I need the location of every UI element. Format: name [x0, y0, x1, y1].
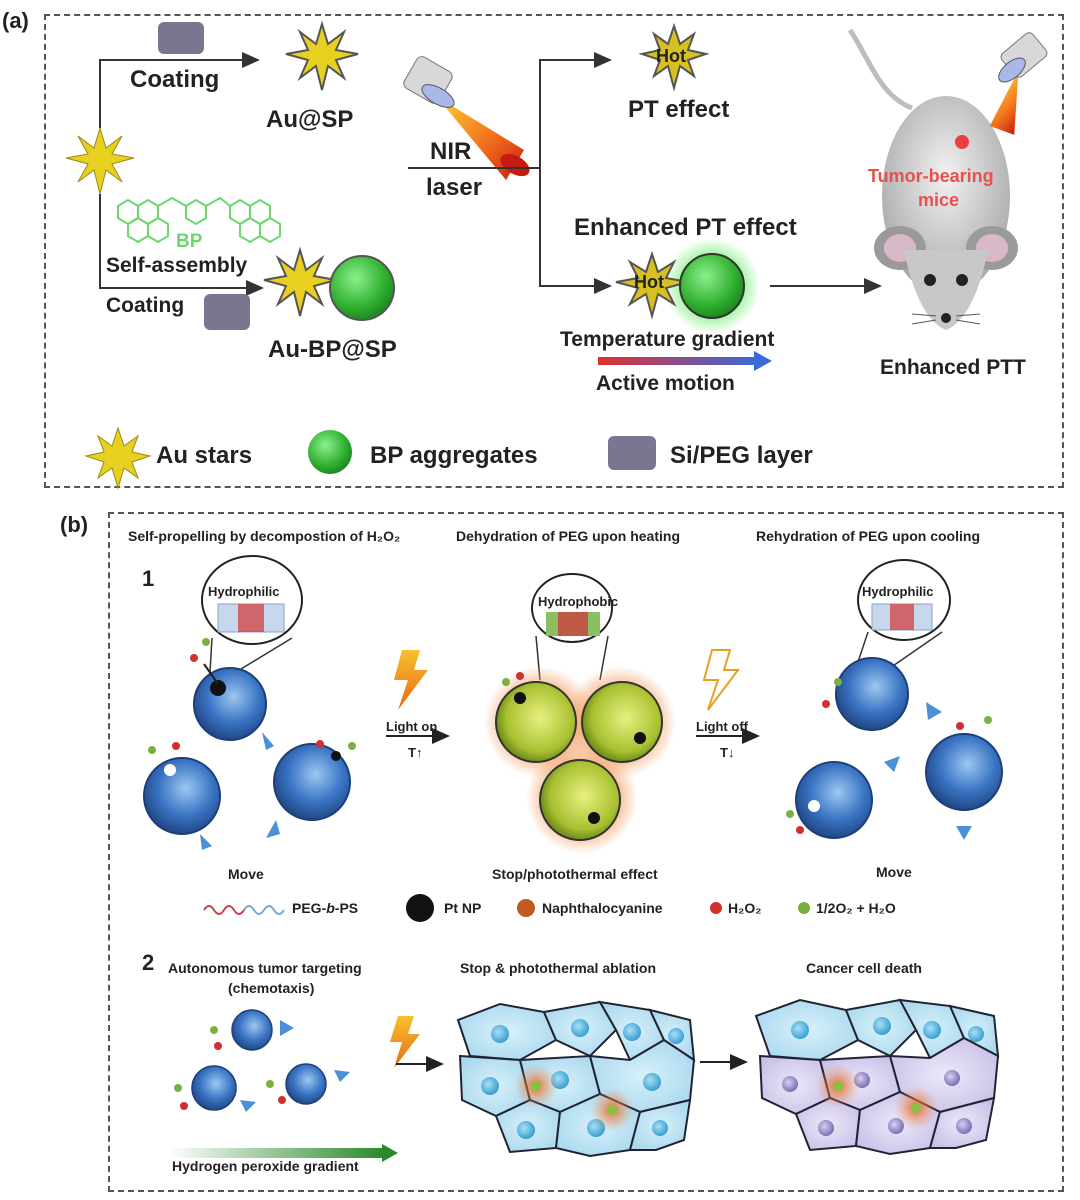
heated-cluster [484, 666, 676, 854]
light-off-bolt-icon [702, 649, 740, 711]
hydrophobic-label: Hydrophobic [538, 594, 619, 609]
active-motion-label: Active motion [596, 372, 735, 395]
motor-right-1 [822, 657, 942, 731]
panel-b-frame [108, 512, 1064, 1192]
panel-a-frame [44, 14, 1064, 488]
targeting-motors [174, 1009, 350, 1112]
move-left-label: Move [228, 866, 264, 882]
motor-right-3 [925, 716, 1003, 840]
hydrophobic-zoom [531, 573, 613, 681]
si-peg-legend-icon [608, 436, 656, 470]
light-on-bolt-icon [394, 650, 428, 710]
header-dehydration: Dehydration of PEG upon heating [456, 528, 680, 544]
pt-effect-label: PT effect [628, 96, 730, 123]
enhanced-ptt-label: Enhanced PTT [880, 356, 1026, 379]
hydrophilic-right-label: Hydrophilic [862, 584, 934, 599]
legend-peg-b-ps: PEG-b-PS [292, 900, 359, 916]
legend-bp-aggregates: BP aggregates [370, 442, 538, 469]
h2o2-legend-icon [710, 902, 722, 914]
panel-b-graphics [143, 555, 1003, 1162]
mouse-laser-icon [989, 32, 1048, 135]
si-peg-square-icon [158, 22, 204, 54]
au-sp-label: Au@SP [266, 106, 354, 133]
hydrophilic-zoom-left [201, 555, 303, 673]
header-rehydration: Rehydration of PEG upon cooling [756, 528, 980, 544]
pt-arrow-bottom [539, 168, 612, 294]
motor-left-1 [190, 638, 274, 750]
pt-np-legend-icon [406, 894, 434, 922]
light-on-label: Light on [386, 719, 438, 734]
hydrophilic-zoom-right [855, 559, 951, 669]
panel-b-label: (b) [60, 512, 89, 537]
panel-a-label: (a) [2, 8, 29, 33]
legend-pt-np: Pt NP [444, 900, 482, 916]
laser-label: laser [426, 174, 483, 201]
legend-si-peg-layer: Si/PEG layer [670, 442, 813, 469]
nir-laser-icon [403, 56, 530, 180]
coating-arrow-bottom [99, 194, 264, 296]
hot-top-label: Hot [656, 46, 686, 66]
coating-top-label: Coating [130, 66, 220, 93]
motor-right-2 [786, 756, 900, 839]
targeting-label: Autonomous tumor targeting [168, 960, 362, 976]
light-off-label: Light off [696, 719, 748, 734]
h2o2-gradient-label: Hydrogen peroxide gradient [172, 1158, 359, 1174]
hot-bottom-label: Hot [634, 272, 664, 292]
t-down-label: T↓ [720, 745, 735, 760]
stop-ablation-label: Stop & photothermal ablation [460, 960, 656, 976]
temperature-gradient-label: Temperature gradient [560, 328, 775, 351]
pt-arrow-top [539, 52, 612, 168]
au-sp-star-icon [285, 20, 359, 91]
temperature-gradient-arrow [598, 351, 772, 371]
legend-h2o2: H₂O₂ [728, 900, 762, 916]
peg-b-ps-legend-icon [203, 905, 285, 915]
move-right-label: Move [876, 864, 912, 880]
header-self-propelling: Self-propelling by decompostion of H₂O₂ [128, 528, 401, 544]
chemotaxis-label: (chemotaxis) [228, 980, 315, 996]
tumor-nuclei-middle [481, 1019, 684, 1139]
au-bp-sp-label: Au-BP@SP [268, 336, 397, 363]
h2o2-gradient-bar [168, 1148, 384, 1158]
motor-left-3 [266, 740, 356, 838]
au-star-source-icon [65, 126, 135, 195]
nir-label: NIR [430, 138, 472, 165]
row2-bolt-icon [390, 1016, 420, 1068]
self-assembly-label: Self-assembly [106, 254, 248, 277]
cancer-death-label: Cancer cell death [806, 960, 922, 976]
tumor-bearing-label: Tumor-bearing [868, 166, 994, 186]
legend-o2-h2o: 1/2O₂ + H₂O [816, 900, 896, 916]
legend-au-stars: Au stars [156, 442, 253, 469]
au-stars-legend-icon [84, 426, 152, 490]
hydrophilic-left-label: Hydrophilic [208, 584, 280, 599]
coating-arrow-top [99, 52, 260, 128]
bp-molecule-icon [117, 196, 281, 244]
row-2-number: 2 [142, 950, 155, 975]
legend-naphthalocyanine: Naphthalocyanine [542, 900, 663, 916]
bp-aggregates-legend-icon [308, 430, 352, 474]
panel-a-graphics [65, 20, 1048, 490]
tumor-nuclei-right [782, 1017, 984, 1136]
tumor-mice-label: mice [918, 190, 960, 210]
h2o2-gradient-arrowhead [382, 1144, 398, 1162]
tumor-bearing-mouse-icon [847, 28, 1018, 330]
hot-au-bp-icon [615, 238, 760, 334]
motor-left-2 [143, 742, 221, 850]
bp-label: BP [176, 231, 203, 252]
row-1-number: 1 [142, 566, 155, 591]
naphthalocyanine-legend-icon [517, 899, 535, 917]
o2-h2o-legend-icon [798, 902, 810, 914]
stop-photothermal-label: Stop/photothermal effect [492, 866, 658, 882]
enhanced-pt-effect-label: Enhanced PT effect [574, 214, 797, 241]
t-up-label: T↑ [408, 745, 423, 760]
si-peg-square-icon [204, 294, 250, 330]
au-bp-sp-icon [263, 246, 395, 321]
hot-star-top-icon [638, 22, 710, 92]
coating-bottom-label: Coating [106, 294, 185, 317]
